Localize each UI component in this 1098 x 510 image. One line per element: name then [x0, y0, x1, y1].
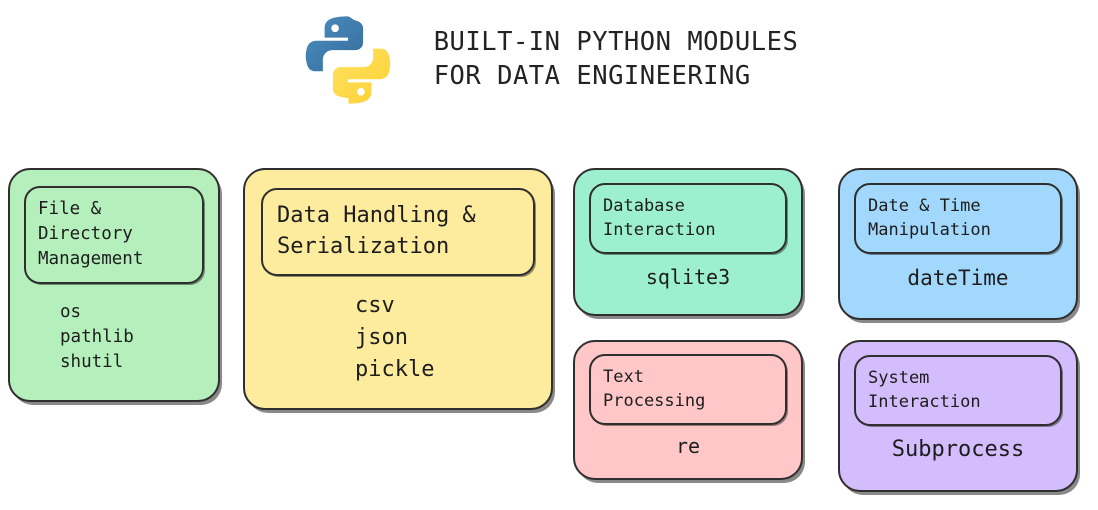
python-logo — [300, 12, 396, 108]
card-title-text-processing: Text Processing — [589, 354, 787, 426]
card-title-date-time-manipulation: Date & Time Manipulation — [854, 183, 1062, 255]
card-file-directory-management[interactable]: File & Directory Management os pathlib s… — [8, 168, 220, 402]
card-title-database-interaction: Database Interaction — [589, 183, 787, 255]
card-modules-data-handling-serialization: csv json pickle — [355, 293, 435, 382]
card-date-time-manipulation[interactable]: Date & Time Manipulation dateTime — [838, 168, 1078, 320]
card-title-data-handling-serialization: Data Handling & Serialization — [261, 188, 535, 277]
card-modules-system-interaction: Subprocess — [891, 437, 1025, 463]
card-database-interaction[interactable]: Database Interaction sqlite3 — [573, 168, 803, 316]
header: BUILT-IN PYTHON MODULES FOR DATA ENGINEE… — [0, 0, 1098, 120]
card-modules-database-interaction: sqlite3 — [645, 265, 731, 290]
card-modules-date-time-manipulation: dateTime — [907, 266, 1009, 291]
card-system-interaction[interactable]: System Interaction Subprocess — [838, 340, 1078, 492]
title-line-2: FOR DATA ENGINEERING — [433, 61, 751, 91]
python-logo-svg — [305, 16, 390, 104]
title-line-1: BUILT-IN PYTHON MODULES — [433, 27, 799, 58]
card-text-processing[interactable]: Text Processing re — [573, 340, 803, 480]
card-title-file-directory-management: File & Directory Management — [24, 186, 204, 284]
card-modules-text-processing: re — [675, 434, 701, 459]
page-title: BUILT-IN PYTHON MODULES FOR DATA ENGINEE… — [434, 26, 799, 93]
card-modules-file-directory-management: os pathlib shutil — [60, 301, 134, 372]
card-data-handling-serialization[interactable]: Data Handling & Serialization csv json p… — [243, 168, 553, 410]
card-title-system-interaction: System Interaction — [854, 355, 1062, 427]
